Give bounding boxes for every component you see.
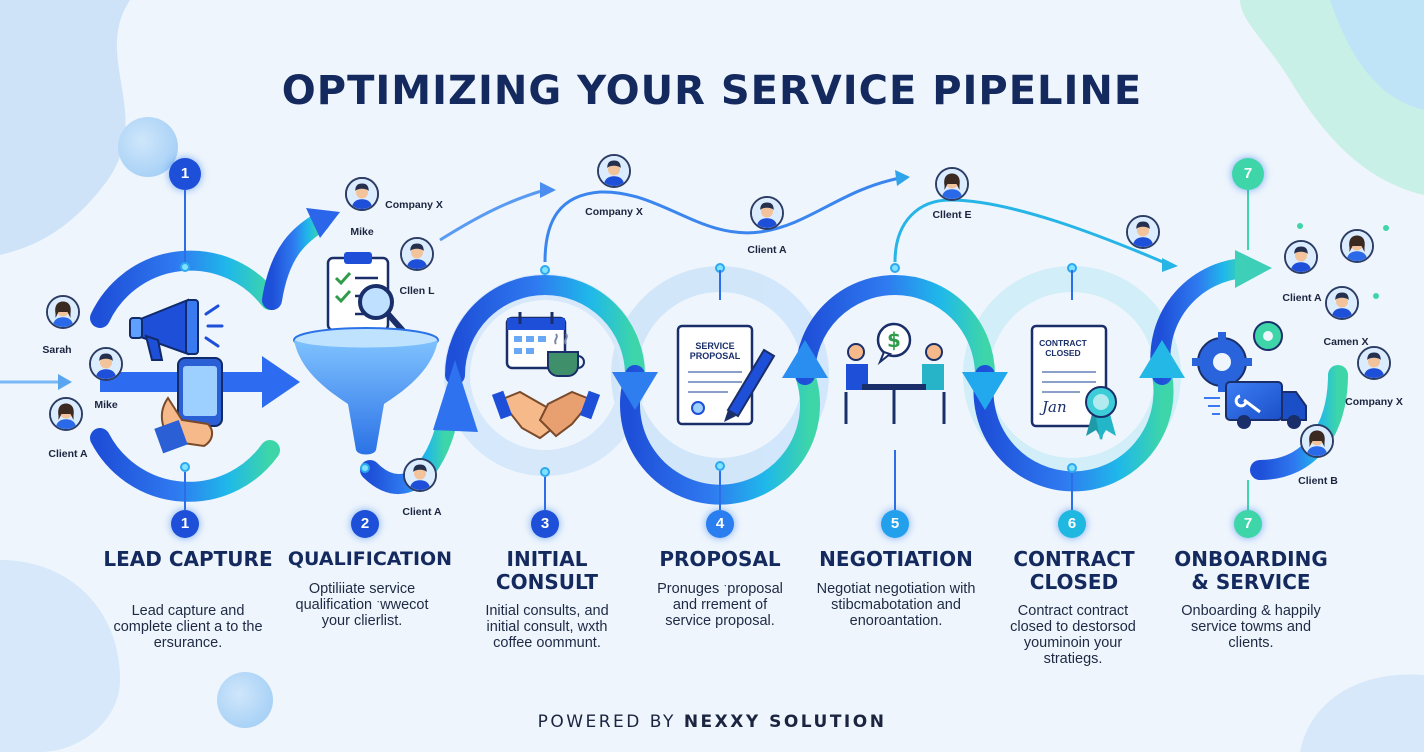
person-label: Client A (48, 448, 88, 460)
person-label: Camen X (1323, 336, 1369, 348)
upper-flow-arrowheads (540, 170, 1178, 272)
person-label: Mike (94, 399, 118, 411)
person-avatar (1284, 240, 1318, 274)
negotiation-table-icon: $ (844, 322, 946, 424)
step-5-desc: Negotiat negotiation with stibcmabotatio… (816, 581, 976, 629)
person-label: Client B (1298, 475, 1338, 487)
smartphone-hand-icon (154, 357, 223, 454)
step-5-title: NEGOTIATION (819, 547, 973, 571)
person-avatar (750, 196, 784, 230)
gears-icon (1192, 321, 1283, 392)
step-6-desc: Contract contract closed to destorsod yo… (1010, 603, 1136, 667)
step-2-number: 2 (351, 510, 379, 538)
footer: POWERED BY NEXXY SOLUTION (0, 712, 1424, 732)
person-label: Company X (585, 206, 643, 218)
step-3-title: INITIAL CONSULT (495, 547, 599, 594)
person-avatar (597, 154, 631, 188)
person-avatar (1340, 229, 1374, 263)
step-5-number: 5 (881, 510, 909, 538)
contract-signature: Jan (1042, 398, 1067, 416)
person-avatar (49, 397, 83, 431)
step-2-title: QUALIFICATION (287, 548, 453, 570)
page-title: OPTIMIZING YOUR SERVICE PIPELINE (281, 68, 1143, 114)
person-avatar (935, 167, 969, 201)
megaphone-icon (129, 298, 224, 361)
step-6-number: 6 (1058, 510, 1086, 538)
coffee-cup-icon (547, 333, 585, 377)
step-4-number: 4 (706, 510, 734, 538)
step-4-desc: Pronuges ˑproposal and rrement of servic… (657, 581, 783, 629)
person-label: Client A (402, 506, 442, 518)
person-avatar (1325, 286, 1359, 320)
person-label: Client A (747, 244, 787, 256)
person-label: Cllent E (932, 209, 972, 221)
person-avatar (89, 347, 123, 381)
sparkle-dots (1297, 223, 1389, 299)
upper-flow-lines (439, 176, 1171, 267)
step-6-title: CONTRACT CLOSED (1013, 547, 1135, 594)
step-2-desc: Optiliiate service qualification ˑwwecot… (295, 581, 429, 629)
step-7-number: 7 (1234, 510, 1262, 538)
svg-text:$: $ (887, 328, 901, 352)
bubble-1 (118, 117, 178, 177)
person-avatar (1126, 215, 1160, 249)
step-1-number: 1 (171, 510, 199, 538)
person-label: Company X (385, 199, 443, 211)
person-avatar (345, 177, 379, 211)
person-avatar (1357, 346, 1391, 380)
person-avatar (400, 237, 434, 271)
step-1-top-badge: 1 (169, 158, 201, 190)
step-3-number: 3 (531, 510, 559, 538)
step-1-title: LEAD CAPTURE (103, 547, 273, 571)
number-guides (184, 190, 1249, 510)
footer-brand: NEXXY SOLUTION (683, 712, 887, 732)
step-3-desc: Initial consults, and initial consult, w… (485, 603, 609, 651)
award-ribbon-icon (1085, 386, 1117, 440)
entry-arrow-icon (58, 374, 72, 390)
proposal-doc-title: SERVICE PROPOSAL (689, 341, 741, 361)
person-label: Company X (1345, 396, 1403, 408)
step-7-desc: Onboarding & happily service towms and c… (1181, 603, 1321, 651)
blob-bottom-right (1300, 674, 1424, 752)
blob-bottom-left (0, 560, 120, 752)
funnel-icon (293, 327, 439, 455)
person-label: Mike (350, 226, 374, 238)
footer-prefix: POWERED BY (537, 712, 684, 732)
lead-capture-arrow-icon (262, 356, 300, 408)
pipeline-arrowheads (306, 208, 1272, 432)
bubble-2 (217, 672, 273, 728)
person-label: Cllen L (399, 285, 435, 297)
handshake-icon (491, 390, 601, 440)
blob-top-left (0, 0, 130, 255)
person-label: Client A (1282, 292, 1322, 304)
step-4-title: PROPOSAL (659, 547, 781, 571)
step-1-desc: Lead capture and complete client a to th… (113, 603, 263, 651)
person-avatar (403, 458, 437, 492)
person-avatar (46, 295, 80, 329)
truck-wrench-icon (1204, 381, 1307, 429)
person-label: Sarah (42, 344, 72, 356)
contract-doc-title: CONTRACT CLOSED (1039, 338, 1087, 358)
step-7-title: ONBOARDING & SERVICE (1174, 547, 1328, 594)
person-avatar (1300, 424, 1334, 458)
step-7-top-badge: 7 (1232, 158, 1264, 190)
pen-icon (724, 348, 776, 422)
blob-top-right-blue (1330, 0, 1424, 110)
